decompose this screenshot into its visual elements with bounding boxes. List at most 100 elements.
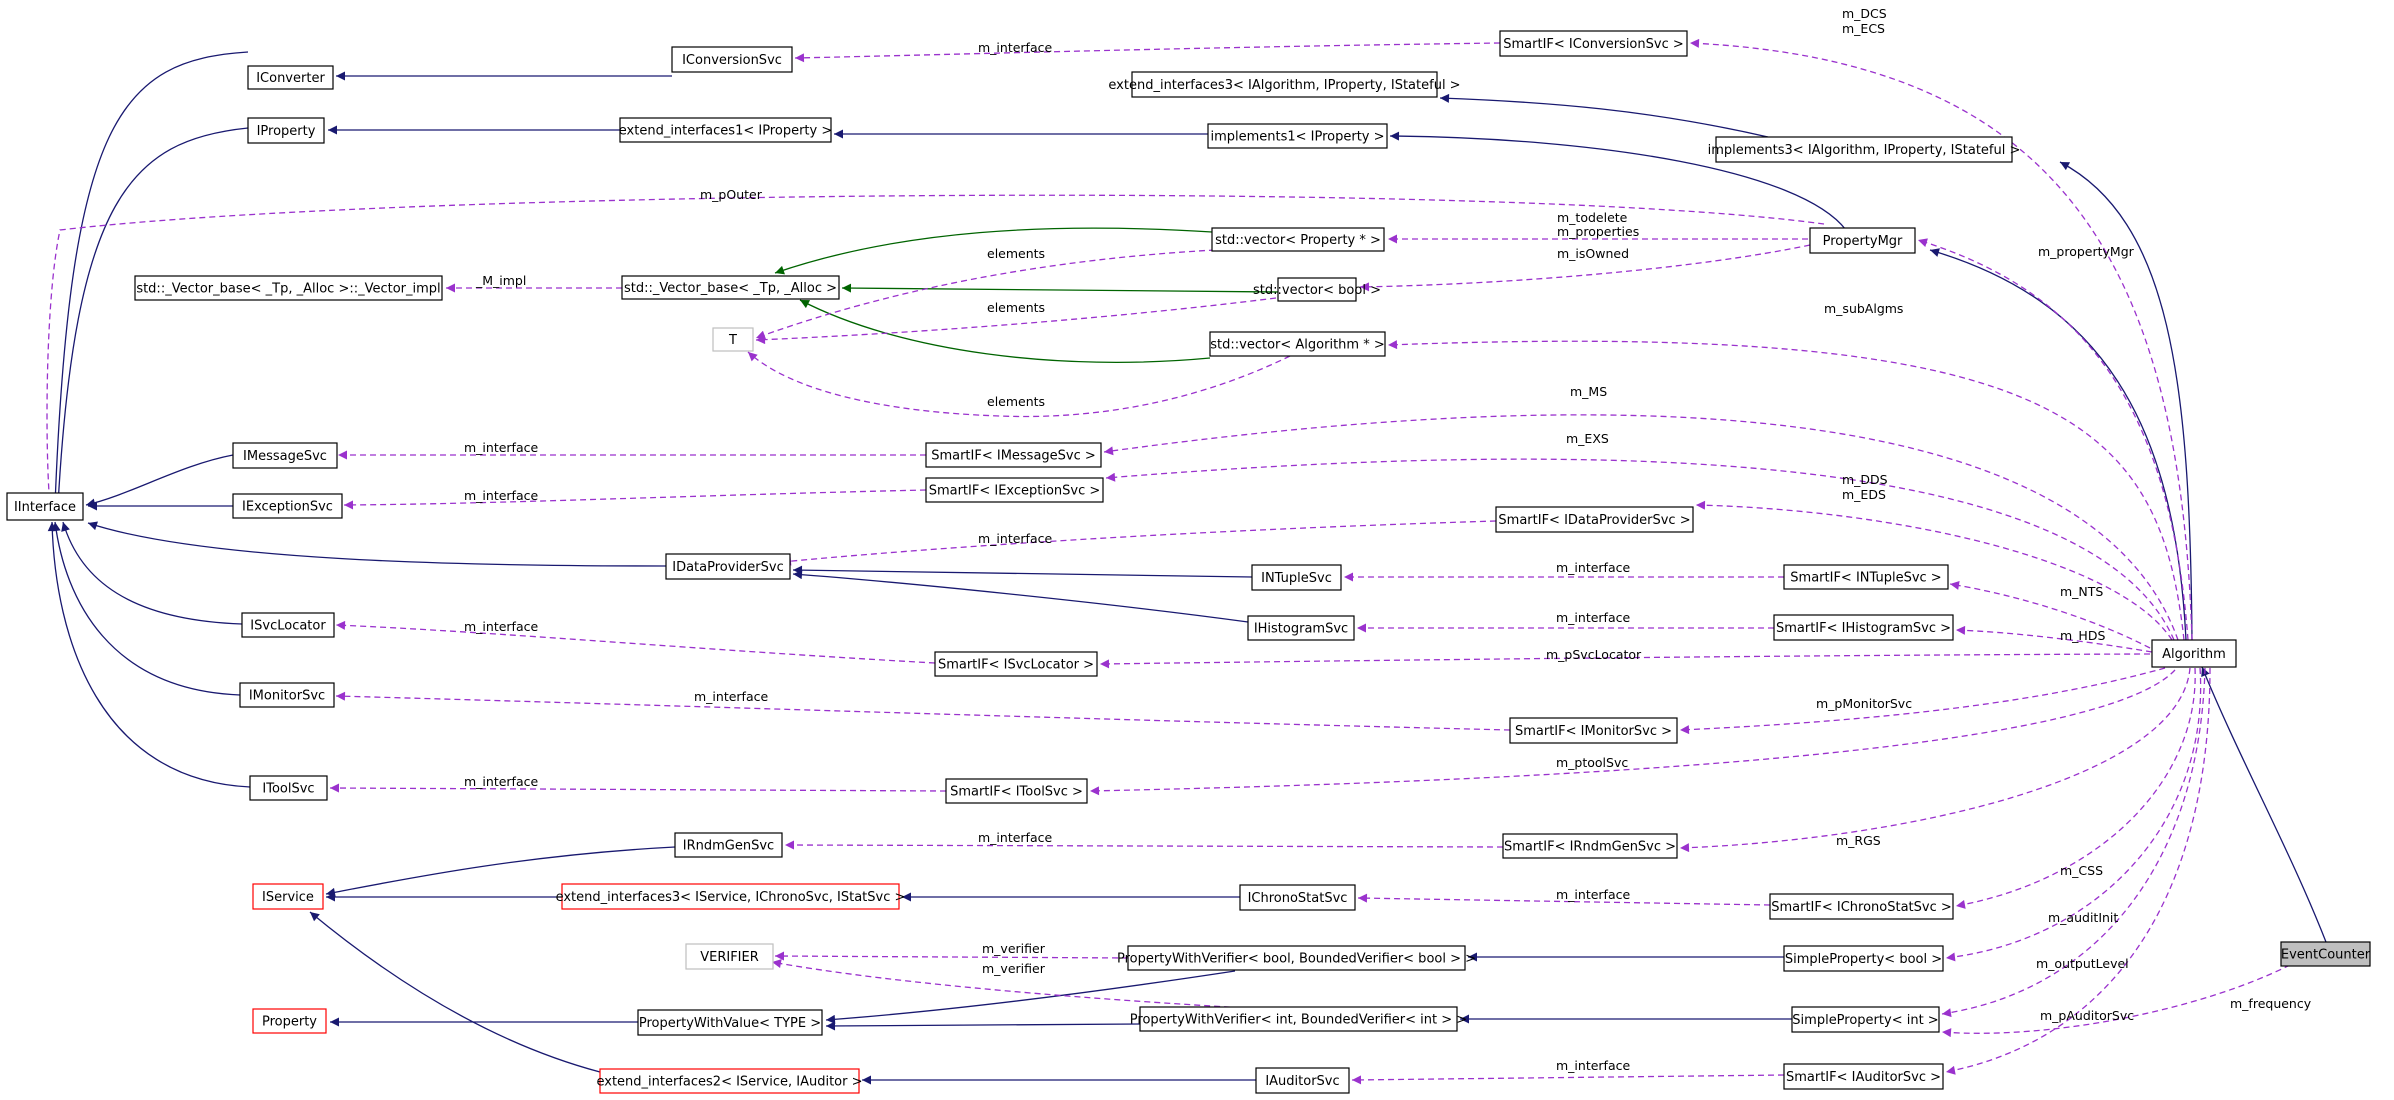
label-todelete: m_todelete (1557, 210, 1628, 225)
class-node-iproperty[interactable]: IProperty (247, 117, 325, 144)
label-mon-interface: m_interface (694, 689, 768, 704)
class-node-label: IMessageSvc (243, 449, 327, 464)
class-node-smart-ifrndm[interactable]: SmartIF< IRndmGenSvc > (1502, 833, 1678, 859)
class-node-vec-alg[interactable]: std::vector< Algorithm * > (1209, 331, 1386, 357)
class-node-smart-ifchrono[interactable]: SmartIF< IChronoStatSvc > (1769, 893, 1954, 920)
class-node-pwvint[interactable]: PropertyWithVerifier< int, BoundedVerifi… (1130, 1006, 1467, 1032)
label-nts: m_NTS (2060, 584, 2103, 599)
class-node-ext-if3-svc[interactable]: extend_interfaces3< IService, IChronoSvc… (556, 883, 906, 910)
class-node-box (934, 651, 1098, 677)
class-node-smart-ifloc[interactable]: SmartIF< ISvcLocator > (934, 651, 1098, 677)
class-node-smart-ifmsg[interactable]: SmartIF< IMessageSvc > (925, 442, 1102, 468)
class-node-prop-with-value[interactable]: PropertyWithValue< TYPE > (637, 1009, 823, 1036)
class-node-smart-ifexc[interactable]: SmartIF< IExceptionSvc > (925, 477, 1104, 503)
edge-ihistogramsvc-idataprovidersvc (792, 570, 1249, 623)
class-node-label: implements1< IProperty > (1210, 130, 1384, 145)
class-node-smart-ifconv[interactable]: SmartIF< IConversionSvc > (1499, 30, 1688, 57)
class-node-iconverter[interactable]: IConverter (247, 65, 334, 90)
class-node-itool-svc[interactable]: IToolSvc (249, 775, 328, 801)
edge-algorithm-smartifrndm (1679, 667, 2191, 853)
class-node-label: IChronoStatSvc (1248, 891, 1348, 906)
label-verifier-1: m_verifier (982, 941, 1046, 956)
class-node-label: SmartIF< IRndmGenSvc > (1504, 840, 1676, 855)
class-node-smart-iftool[interactable]: SmartIF< IToolSvc > (945, 778, 1088, 804)
member-edges (44, 38, 2291, 1085)
class-node-label: Algorithm (2162, 647, 2226, 662)
class-node-box (1239, 884, 1356, 911)
class-node-impl3-alg[interactable]: implements3< IAlgorithm, IProperty, ISta… (1708, 136, 2021, 163)
label-pouter: m_pOuter (700, 187, 763, 202)
class-node-smart-ifhist[interactable]: SmartIF< IHistogramSvc > (1773, 614, 1954, 641)
class-node-vec-prop[interactable]: std::vector< Property * > (1211, 227, 1385, 252)
class-node-vec-bool[interactable]: std::vector< bool > (1253, 277, 1381, 302)
class-node-imessage-svc[interactable]: IMessageSvc (232, 442, 338, 469)
class-node-imonitor-svc[interactable]: IMonitorSvc (239, 682, 335, 708)
class-node-pwvbool[interactable]: PropertyWithVerifier< bool, BoundedVerif… (1117, 945, 1476, 971)
edge-algorithm-smartifexc (1105, 458, 2175, 641)
class-node-box (1783, 1063, 1944, 1090)
class-node-smart-ifdata[interactable]: SmartIF< IDataProviderSvc > (1495, 506, 1694, 533)
class-node-box (1255, 1067, 1350, 1094)
class-node-ichrono-stat-svc[interactable]: IChronoStatSvc (1239, 884, 1356, 911)
class-node-label: SimpleProperty< int > (1792, 1013, 1938, 1028)
class-node-t[interactable]: T (712, 327, 754, 352)
class-node-label: T (728, 333, 737, 348)
class-node-verifier[interactable]: VERIFIER (685, 943, 774, 970)
class-node-simple-prop-bool[interactable]: SimpleProperty< bool > (1783, 945, 1944, 972)
class-node-box (621, 275, 840, 300)
class-node-box (1715, 136, 2013, 163)
label-pmonitorsvc: m_pMonitorSvc (1816, 696, 1912, 711)
class-node-smart-ifaud[interactable]: SmartIF< IAuditorSvc > (1783, 1063, 1944, 1090)
class-node-iauditor-svc[interactable]: IAuditorSvc (1255, 1067, 1350, 1094)
class-node-label: IToolSvc (262, 782, 314, 797)
class-node-box (1127, 945, 1466, 971)
class-node-ihistogram-svc[interactable]: IHistogramSvc (1247, 615, 1355, 641)
class-node-box (1247, 615, 1355, 641)
class-node-iexception-svc[interactable]: IExceptionSvc (232, 493, 343, 519)
class-node-smart-ifnt[interactable]: SmartIF< INTupleSvc > (1783, 564, 1949, 590)
label-css: m_CSS (2060, 863, 2103, 878)
class-node-ext-if3-alg[interactable]: extend_interfaces3< IAlgorithm, IPropert… (1108, 71, 1461, 98)
edge-algorithm-smartifmon (1679, 667, 2166, 735)
class-node-box (1207, 123, 1388, 149)
class-node-box (1251, 564, 1342, 591)
label-elements-1: elements (987, 246, 1045, 261)
class-node-intuple-svc[interactable]: INTupleSvc (1251, 564, 1342, 591)
class-node-label: SmartIF< INTupleSvc > (1790, 571, 1941, 586)
class-node-iservice[interactable]: IService (252, 883, 324, 910)
edge-smartifloc-isvclocator (335, 620, 936, 664)
class-node-property-mgr[interactable]: PropertyMgr (1809, 227, 1916, 254)
edge-algorithm-simpleint (1941, 667, 2206, 1018)
class-node-property[interactable]: Property (252, 1008, 327, 1034)
edge-vecbool-vectorbase (841, 283, 1279, 293)
label-rndm-interface: m_interface (978, 830, 1052, 845)
class-node-ext-if2-svc[interactable]: extend_interfaces2< IService, IAuditor > (597, 1068, 863, 1094)
class-node-box (1509, 717, 1678, 744)
class-node-simple-prop-int[interactable]: SimpleProperty< int > (1791, 1006, 1940, 1033)
edge-eventcounter-simpleint (1941, 964, 2291, 1038)
label-ecs: m_ECS (1842, 21, 1885, 36)
class-node-event-counter[interactable]: EventCounter (2280, 941, 2371, 967)
class-node-label: IService (262, 890, 314, 905)
class-node-isvc-locator[interactable]: ISvcLocator (241, 612, 335, 638)
class-node-vector-base[interactable]: std::_Vector_base< _Tp, _Alloc > (621, 275, 840, 300)
class-node-impl1-prop[interactable]: implements1< IProperty > (1207, 123, 1388, 149)
class-node-idata-provider-svc[interactable]: IDataProviderSvc (665, 553, 791, 580)
class-node-box (925, 477, 1104, 503)
class-node-label: SmartIF< IAuditorSvc > (1786, 1070, 1941, 1085)
class-node-vector-impl[interactable]: std::_Vector_base< _Tp, _Alloc >::_Vecto… (134, 275, 443, 301)
class-node-algorithm[interactable]: Algorithm (2151, 639, 2237, 668)
edge-iconverter-iinterface (50, 51, 249, 506)
class-node-ext-if-prop[interactable]: extend_interfaces1< IProperty > (619, 117, 832, 143)
class-node-box (1783, 564, 1949, 590)
class-node-label: SmartIF< IMonitorSvc > (1515, 724, 1672, 739)
class-node-box (1495, 506, 1694, 533)
class-node-label: SimpleProperty< bool > (1785, 952, 1942, 967)
class-node-smart-ifmon[interactable]: SmartIF< IMonitorSvc > (1509, 717, 1678, 744)
edge-iproperty-iinterface (54, 127, 249, 506)
class-node-iconversion-svc[interactable]: IConversionSvc (671, 46, 793, 73)
class-node-iinterface[interactable]: IInterface (6, 492, 84, 521)
edge-algorithm-smartifloc (1099, 653, 2151, 669)
class-node-irndm-gen-svc[interactable]: IRndmGenSvc (674, 832, 783, 858)
class-node-label: IConverter (256, 71, 325, 86)
